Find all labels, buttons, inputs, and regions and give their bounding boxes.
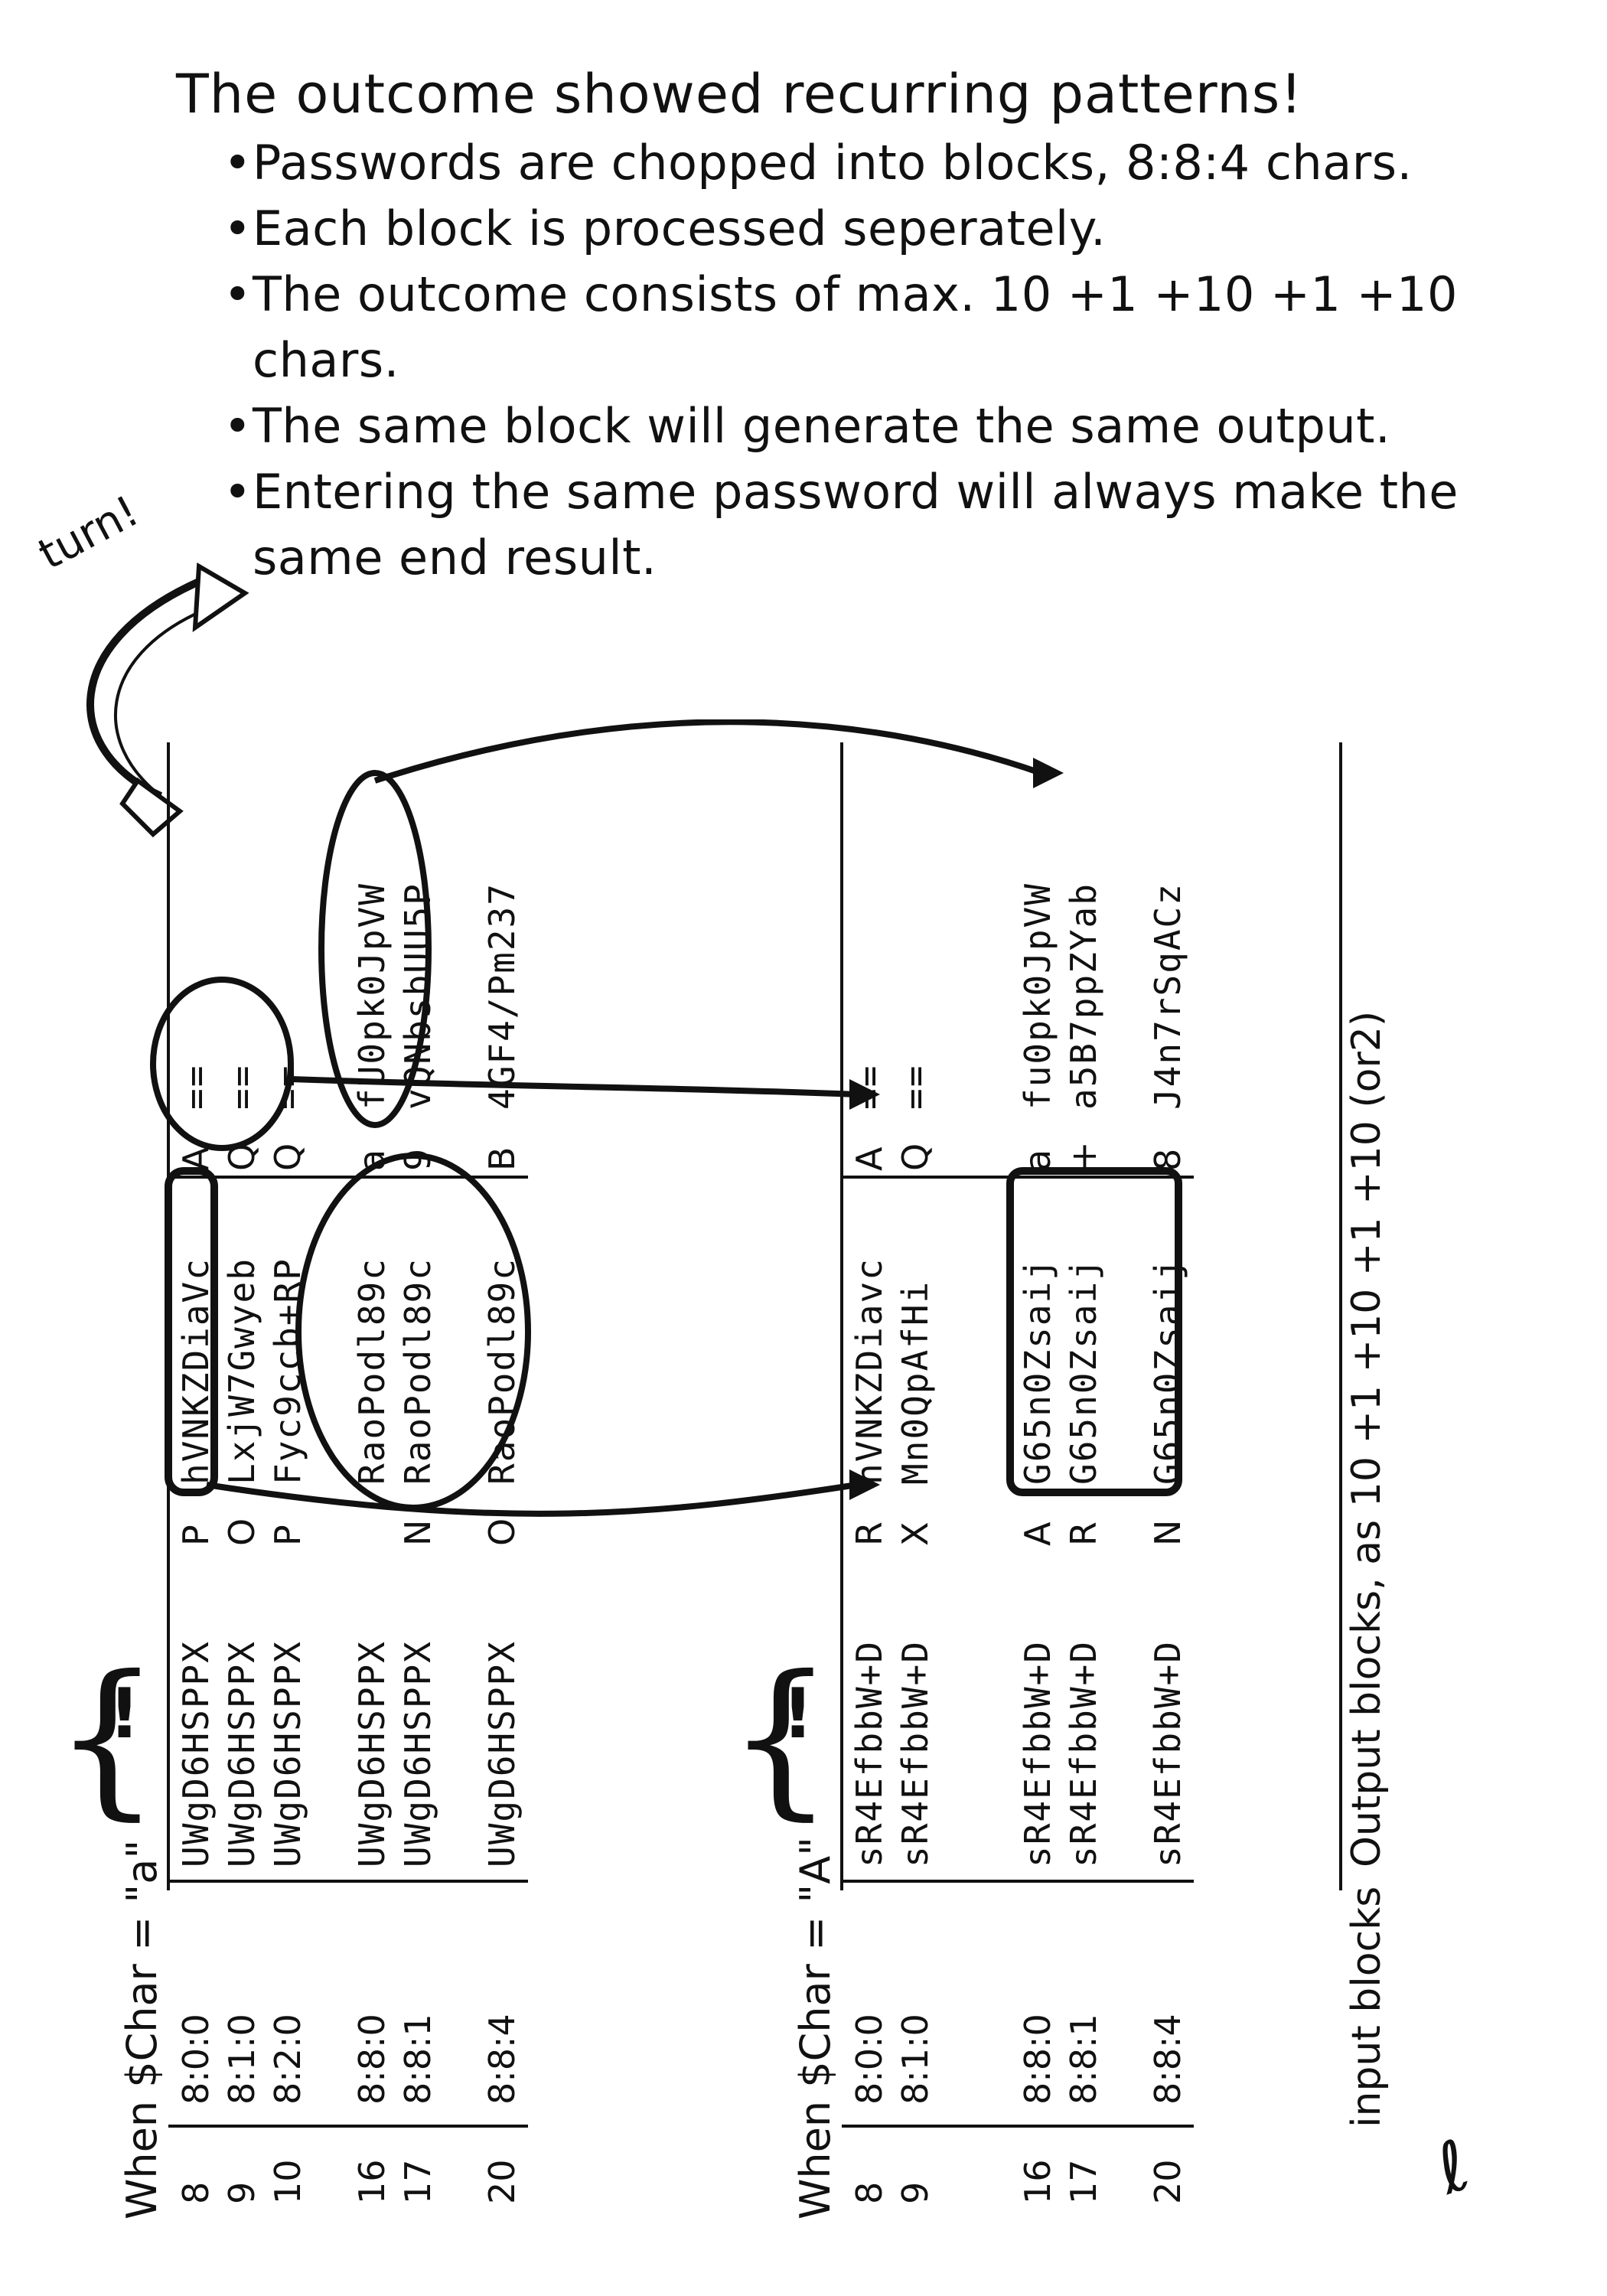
- highlight-box-A-block2: [1006, 1167, 1182, 1496]
- highlight-box-block2: [165, 1167, 218, 1496]
- note-bullet: The outcome consists of max. 10 +1 +10 +…: [223, 262, 1538, 393]
- note-bullet: Entering the same password will always m…: [223, 459, 1538, 591]
- highlight-block3-oval: [318, 770, 432, 1128]
- highlight-repeat-oval: [295, 1153, 531, 1511]
- arrowhead-icon: [849, 1469, 880, 1500]
- arrow-equals: [290, 1076, 858, 1097]
- highlight-equals-oval: [150, 977, 294, 1151]
- arrowhead-icon: [1033, 758, 1064, 788]
- notes-list: Passwords are chopped into blocks, 8:8:4…: [176, 130, 1538, 591]
- arrow-block2: [206, 1482, 858, 1517]
- notes-title: The outcome showed recurring patterns!: [176, 63, 1303, 126]
- note-bullet: Passwords are chopped into blocks, 8:8:4…: [223, 130, 1538, 196]
- highlight-marks: [150, 719, 1182, 1517]
- notes-section: The outcome showed recurring patterns! P…: [176, 61, 1538, 591]
- note-bullet: The same block will generate the same ou…: [223, 393, 1538, 459]
- arrowhead-icon: [849, 1079, 880, 1110]
- turn-arrow-icon: [86, 562, 249, 838]
- arrow-block3: [373, 719, 1042, 784]
- note-bullet: Each block is processed seperately.: [223, 196, 1538, 262]
- pattern-table: When $Char = "a" 8 8:0:0 UWgD6HSPPX P hV…: [54, 719, 1576, 2219]
